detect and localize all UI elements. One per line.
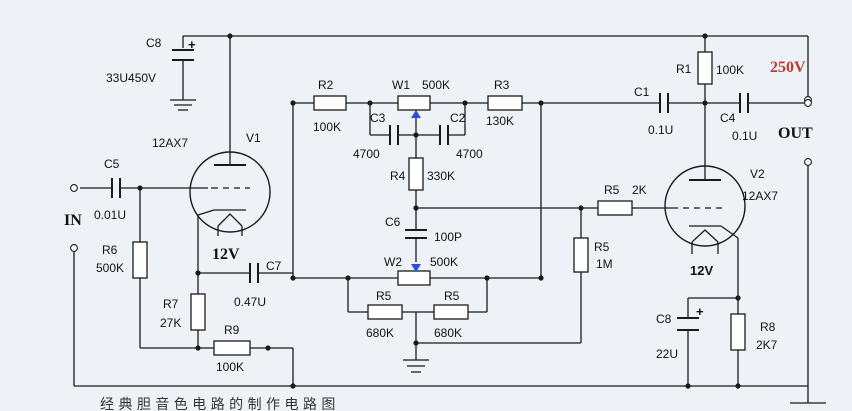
label-c6-value: 100P — [434, 230, 462, 244]
label-r7: R7 — [163, 297, 179, 311]
label-c7-value: 0.47U — [234, 295, 266, 309]
label-r5-left: R5 — [376, 289, 392, 303]
label-c8-bottom-value: 22U — [656, 347, 678, 361]
output-terminal — [804, 99, 812, 107]
capacitor-c1 — [659, 93, 669, 113]
label-output: OUT — [778, 125, 813, 142]
label-r5-2k: R5 — [604, 183, 620, 197]
label-r2: R2 — [318, 78, 334, 92]
label-c6: C6 — [385, 215, 401, 229]
label-c8-top: C8 — [146, 36, 162, 50]
capacitor-c8-top: + — [172, 37, 196, 68]
svg-text:+: + — [188, 37, 196, 52]
label-r6: R6 — [102, 243, 118, 257]
label-v1-type: 12AX7 — [152, 136, 188, 150]
output-ground-terminal — [804, 158, 812, 166]
label-r6-value: 500K — [96, 261, 124, 275]
label-v2: V2 — [750, 167, 765, 181]
resistors — [132, 51, 746, 356]
label-r5-1m-value: 1M — [596, 257, 613, 271]
label-c2-value: 4700 — [456, 147, 483, 161]
resistor-r5-left — [367, 304, 403, 320]
capacitor-c3 — [389, 125, 399, 145]
label-c3: C3 — [370, 111, 386, 125]
label-c5-value: 0.01U — [94, 208, 126, 222]
resistor-r4 — [408, 157, 424, 191]
tube-v2 — [664, 165, 746, 254]
resistor-r7 — [190, 293, 206, 331]
label-v2-type: 12AX7 — [742, 189, 778, 203]
wiper-arrows — [411, 110, 421, 272]
label-r4-value: 330K — [427, 169, 455, 183]
label-input: IN — [64, 212, 82, 229]
label-v1-heater: 12V — [212, 246, 240, 263]
wires — [73, 35, 826, 404]
label-c2: C2 — [450, 111, 466, 125]
label-r1-value: 100K — [716, 63, 744, 77]
label-c1-value: 0.1U — [648, 123, 673, 137]
capacitor-c5 — [111, 178, 121, 198]
label-r8: R8 — [760, 320, 776, 334]
label-r5-2k-value: 2K — [632, 183, 647, 197]
figure-caption: 经 典 胆 音 色 电 路 的 制 作 电 路 图 — [100, 396, 335, 411]
label-r9-value: 100K — [216, 360, 244, 374]
resistor-r8 — [730, 313, 746, 351]
label-r5-1m: R5 — [594, 240, 610, 254]
label-r4: R4 — [390, 169, 406, 183]
input-terminal — [70, 184, 78, 192]
resistor-r2 — [313, 95, 347, 111]
label-r5-left-value: 680K — [366, 326, 394, 340]
capacitor-c6 — [405, 229, 427, 239]
label-r5-right: R5 — [444, 289, 460, 303]
label-r1: R1 — [676, 62, 692, 76]
potentiometer-w2 — [397, 270, 431, 286]
label-c7: C7 — [266, 259, 282, 273]
label-r2-value: 100K — [313, 120, 341, 134]
input-ground-terminal — [70, 244, 78, 252]
capacitors: + — [111, 37, 749, 331]
label-c1: C1 — [634, 85, 650, 99]
resistor-r3 — [487, 95, 523, 111]
resistor-r9 — [213, 340, 251, 356]
label-c8-top-value: 33U450V — [106, 71, 156, 85]
label-r9: R9 — [224, 323, 240, 337]
label-w1-value: 500K — [422, 78, 450, 92]
label-v2-heater: 12V — [690, 263, 713, 278]
label-c3-value: 4700 — [353, 147, 380, 161]
label-r7-value: 27K — [160, 316, 181, 330]
terminals — [70, 96, 812, 252]
label-r3: R3 — [494, 78, 510, 92]
label-c4-value: 0.1U — [732, 129, 757, 143]
label-supply-voltage: 250V — [770, 59, 806, 76]
resistor-r5-right — [433, 304, 469, 320]
label-w2-value: 500K — [430, 255, 458, 269]
tube-v1 — [189, 148, 271, 236]
resistor-r5-2k — [597, 200, 633, 216]
capacitor-c7 — [249, 263, 259, 283]
resistor-r6 — [132, 241, 148, 279]
resistor-r1 — [697, 51, 713, 85]
label-v1: V1 — [246, 131, 261, 145]
svg-text:+: + — [696, 304, 704, 319]
label-c4: C4 — [720, 111, 736, 125]
capacitor-c8-bottom: + — [677, 304, 704, 331]
label-w1: W1 — [392, 78, 410, 92]
potentiometer-w1 — [397, 95, 431, 111]
capacitor-c2 — [439, 125, 449, 145]
label-r8-value: 2K7 — [756, 338, 778, 352]
label-c5: C5 — [104, 157, 120, 171]
w2-wiper-arrow — [411, 264, 421, 272]
label-c8-bottom: C8 — [656, 312, 672, 326]
label-w2: W2 — [384, 255, 402, 269]
junction-dots — [137, 33, 741, 389]
capacitor-c4 — [739, 93, 749, 113]
resistor-r5-1m — [573, 237, 589, 273]
label-r3-value: 130K — [486, 114, 514, 128]
w1-wiper-arrow — [411, 110, 421, 118]
label-r5-right-value: 680K — [434, 326, 462, 340]
component-labels: C8 33U450V V1 12AX7 12V C5 0.01U IN R6 5… — [64, 36, 813, 374]
